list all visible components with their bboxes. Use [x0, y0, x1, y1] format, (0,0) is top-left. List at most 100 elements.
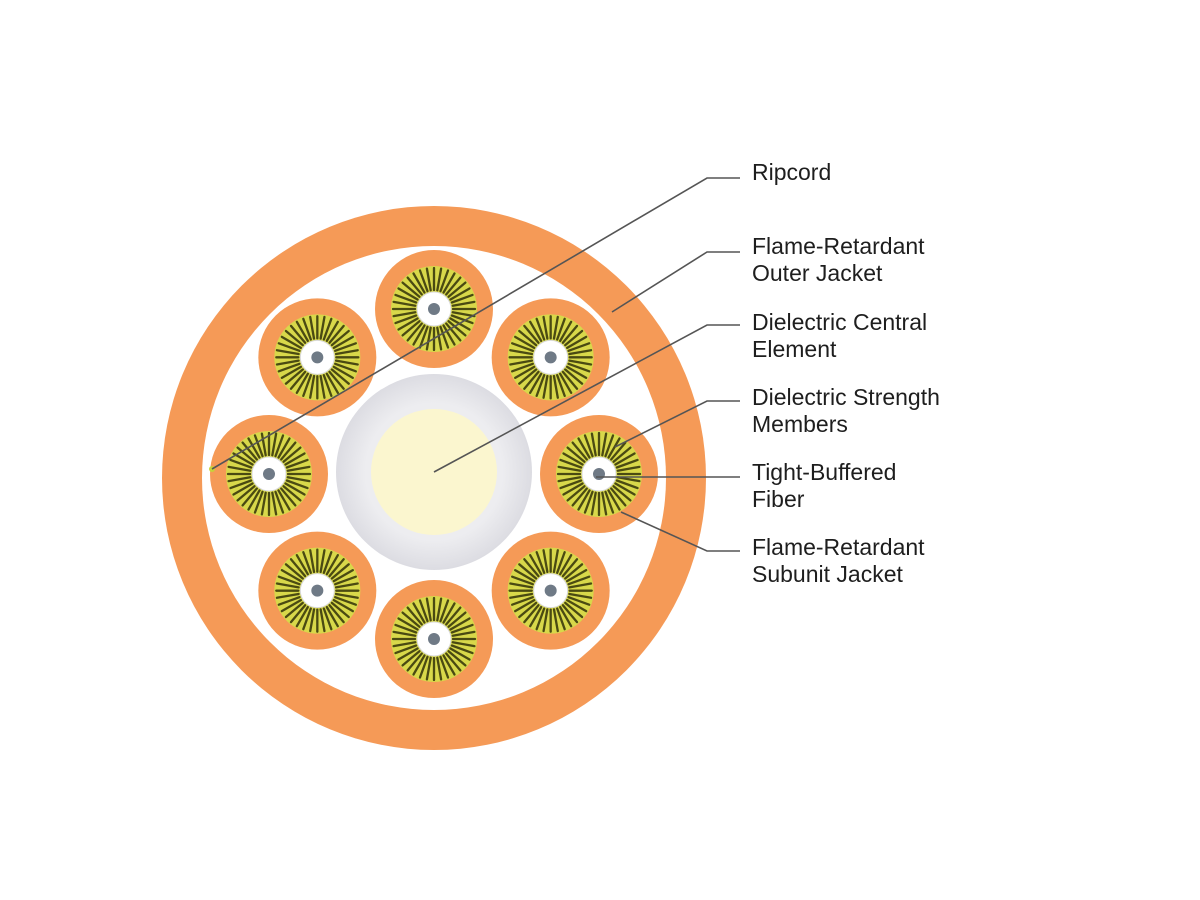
strength-member-fiber: [334, 575, 358, 586]
strength-member-fiber: [332, 569, 354, 583]
strength-member-fiber: [325, 372, 339, 394]
strength-member-fiber: [328, 324, 345, 344]
subunit: [375, 580, 493, 698]
strength-member-fiber: [241, 487, 258, 507]
strength-member-fiber: [436, 267, 443, 292]
strength-member-fiber: [562, 482, 584, 496]
strength-member-fibers: [275, 315, 360, 400]
fiber-core: [544, 584, 557, 597]
strength-member-fiber: [394, 644, 418, 655]
strength-member-fiber: [418, 655, 429, 679]
strength-member-fiber: [614, 482, 636, 496]
strength-member-fiber: [401, 281, 421, 298]
strength-member-fiber: [260, 491, 267, 516]
strength-member-fiber: [322, 607, 333, 631]
strength-member-fiber: [392, 311, 417, 318]
strength-member-fiber: [425, 326, 432, 351]
strength-member-fiber: [535, 374, 546, 398]
leader-central-element: [433, 324, 740, 473]
strength-member-fiber: [518, 329, 538, 347]
label-strength-members: Dielectric Strength Members: [752, 384, 946, 437]
strength-member-fiber: [295, 372, 309, 394]
strength-member-fiber: [229, 479, 253, 490]
strength-member-fiber: [332, 365, 354, 379]
strength-member-fiber: [247, 489, 261, 511]
fiber-core: [544, 351, 557, 364]
strength-member-fiber: [590, 432, 597, 457]
strength-member-fiber: [334, 362, 358, 373]
strength-member-fiber: [309, 549, 316, 574]
strength-member-fiber: [284, 482, 306, 496]
strength-member-fiber: [566, 485, 586, 502]
strength-member-fiber: [601, 432, 608, 457]
strength-member-fiber: [401, 611, 421, 628]
strength-member-fiber: [450, 314, 474, 325]
strength-member-fiber: [565, 335, 588, 349]
strength-member-fiber: [289, 604, 307, 624]
strength-member-fiber: [439, 269, 450, 293]
strength-member-fiber: [523, 370, 540, 390]
strength-member-fiber: [445, 652, 462, 672]
strength-member-fiber: [561, 324, 579, 344]
strength-member-fiber: [397, 647, 419, 661]
callout-labels: Ripcord Flame-Retardant Outer Jacket Die…: [752, 159, 946, 587]
strength-member-fiber: [565, 599, 588, 613]
strength-member-fiber: [325, 554, 339, 576]
strength-member-fiber: [236, 485, 256, 502]
strength-member-fiber: [330, 563, 350, 580]
strength-member-fiber: [559, 372, 573, 394]
subunit: [258, 531, 377, 650]
strength-member-fiber: [334, 592, 359, 599]
strength-member-fiber: [566, 446, 586, 463]
strength-member-fiber: [284, 601, 304, 619]
strength-member-fiber: [601, 491, 608, 516]
strength-member-fiber: [286, 476, 311, 483]
strength-member-fiber: [412, 272, 426, 294]
strength-member-fiber: [450, 293, 474, 304]
subunits-group: [210, 250, 658, 698]
strength-member-fiber: [447, 320, 467, 337]
strength-member-fiber: [319, 315, 326, 340]
strength-member-fiber: [295, 605, 309, 628]
subunit: [258, 298, 377, 417]
strength-member-fiber: [612, 446, 632, 463]
strength-member-fiber: [280, 569, 303, 583]
strength-member-fiber: [439, 599, 450, 623]
strength-member-fiber: [397, 617, 419, 631]
label-tight-buffered-fiber: Tight-Buffered Fiber: [752, 459, 903, 512]
strength-member-fiber: [445, 606, 462, 626]
strength-member-fiber: [247, 437, 261, 459]
strength-member-fiber: [274, 490, 285, 514]
leader-ripcord: [211, 177, 740, 470]
strength-member-fiber: [568, 582, 593, 589]
strength-member-fiber: [451, 311, 476, 318]
strength-member-fiber: [509, 582, 534, 589]
fiber-core: [428, 633, 440, 645]
strength-member-fiber: [284, 329, 304, 347]
strength-member-fiber: [567, 362, 591, 373]
strength-member-fiber: [442, 654, 456, 676]
strength-member-fiber: [277, 362, 301, 373]
strength-member-fiber: [392, 300, 417, 307]
strength-member-fiber: [328, 370, 345, 390]
strength-member-fiber: [535, 317, 546, 341]
strength-member-fiber: [565, 569, 588, 583]
strength-member-fiber: [406, 322, 423, 342]
strength-member-fibers: [391, 596, 477, 682]
subunit: [375, 250, 493, 368]
strength-member-fiber: [406, 276, 423, 296]
strength-member-fiber: [562, 452, 584, 466]
strength-member-fiber: [260, 432, 267, 457]
strength-member-fiber: [615, 479, 639, 490]
strength-member-fiber: [295, 320, 309, 343]
strength-member-fiber: [236, 446, 256, 463]
strength-member-fiber: [529, 320, 543, 343]
strength-member-fiber: [445, 322, 462, 342]
strength-member-fiber: [328, 604, 345, 624]
strength-member-fiber: [450, 623, 474, 634]
subunit: [491, 298, 610, 417]
strength-member-fiber: [442, 324, 456, 346]
strength-member-fiber: [275, 349, 300, 356]
strength-member-fiber: [334, 359, 359, 366]
